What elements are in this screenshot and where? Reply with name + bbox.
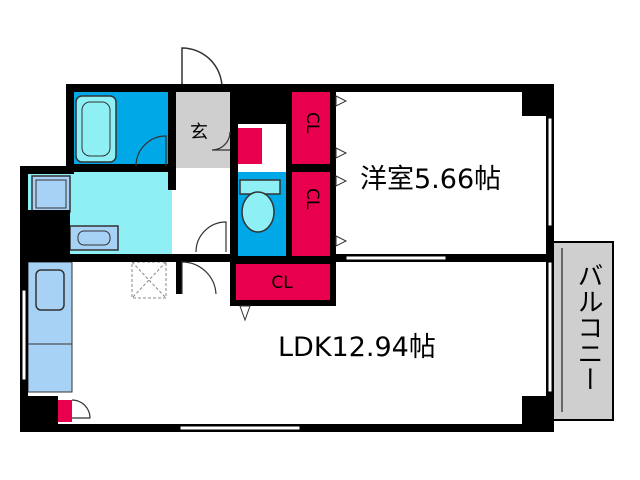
closet-door-markers: [239, 95, 348, 322]
balcony: [552, 241, 614, 421]
closet-1-label: CL: [302, 112, 322, 134]
kitchen-sink: [35, 269, 65, 311]
closet-middle: [292, 172, 332, 256]
closet-lower: [234, 262, 330, 302]
bath-side-panel: [118, 96, 168, 162]
closet-2-label: CL: [302, 188, 322, 210]
balcony-label: バルコニー: [573, 262, 603, 392]
closet-3-label: CL: [271, 273, 293, 293]
entrance-door-swing: [181, 47, 223, 89]
floor-hatch-x1: [131, 261, 167, 299]
wash-basin: [69, 225, 119, 251]
wash-basin-bowl: [77, 230, 111, 246]
washing-machine: [31, 175, 71, 213]
pipe-space: [58, 400, 72, 422]
windows: [21, 117, 553, 431]
floor-hatch-x2: [131, 261, 167, 299]
washing-machine-inner: [35, 179, 67, 209]
bathtub: [75, 95, 117, 163]
ldk-label: LDK12.94帖: [278, 332, 436, 363]
closet-upper: [292, 92, 332, 164]
entrance-floor: [176, 92, 230, 168]
western-room-label: 洋室5.66帖: [360, 164, 501, 195]
toilet-bowl: [241, 191, 275, 233]
kitchen-counter: [27, 261, 73, 393]
entrance-label: 玄: [190, 122, 208, 143]
bathtub-inner: [81, 101, 111, 157]
door-swings: [71, 131, 231, 419]
